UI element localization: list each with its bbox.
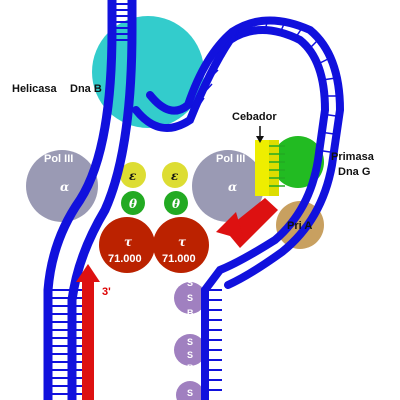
helicasa-label: Helicasa — [12, 83, 58, 95]
cebador-label: Cebador — [232, 111, 277, 123]
ssb-sphere-3 — [176, 381, 204, 400]
tau-left-label: τ — [124, 235, 133, 249]
primer-segment — [255, 140, 279, 196]
alpha-left-label: α — [60, 180, 69, 194]
theta-left-label: θ — [129, 197, 137, 211]
pol3-right-label: Pol III — [216, 153, 245, 165]
leading-rungs — [52, 289, 82, 395]
three-prime-label: 3' — [102, 286, 111, 298]
theta-left-sphere — [121, 191, 145, 215]
lagging-rungs — [195, 21, 338, 153]
ssb-rungs — [205, 289, 222, 391]
epsilon-left-label: ε — [129, 169, 137, 183]
cebador-arrow — [256, 126, 264, 143]
leading-template-strand — [43, 0, 137, 400]
dna-b-label: Dna B — [70, 83, 102, 95]
tau-left-value: 71.000 — [108, 253, 142, 265]
ssb-sphere-1 — [174, 282, 206, 314]
ssb-letter-7: S — [187, 388, 193, 398]
lagging-template-strand — [132, 16, 345, 400]
primer-rungs — [269, 145, 285, 187]
leading-new-strand — [76, 264, 100, 400]
ssb-sphere-2 — [174, 334, 206, 366]
pol3-left-label: Pol III — [44, 153, 73, 165]
lagging-new-strand — [216, 198, 278, 248]
tau-right-label: τ — [178, 235, 187, 249]
ssb-letter-5: S — [187, 350, 193, 360]
ssb-letter-3: B — [187, 308, 194, 318]
tau-right-sphere — [153, 217, 209, 273]
theta-right-sphere — [164, 191, 188, 215]
alpha-right-label: α — [228, 180, 237, 194]
pol3-right-sphere — [192, 150, 264, 222]
epsilon-left-sphere — [120, 162, 146, 188]
dna-g-label: Dna G — [338, 166, 370, 178]
tau-right-value: 71.000 — [162, 253, 196, 265]
tau-left-sphere — [99, 217, 155, 273]
ssb-letter-1: S — [187, 278, 193, 288]
ssb-letter-4: S — [187, 337, 193, 347]
pri-a-label: Pri A — [287, 220, 312, 232]
helicase-sphere — [92, 16, 204, 128]
epsilon-right-label: ε — [171, 169, 179, 183]
parental-rungs — [112, 3, 132, 41]
theta-right-label: θ — [172, 197, 180, 211]
epsilon-right-sphere — [162, 162, 188, 188]
ssb-letter-2: S — [187, 293, 193, 303]
ssb-letter-6: B — [187, 363, 194, 373]
primasa-label: Primasa — [331, 151, 375, 163]
